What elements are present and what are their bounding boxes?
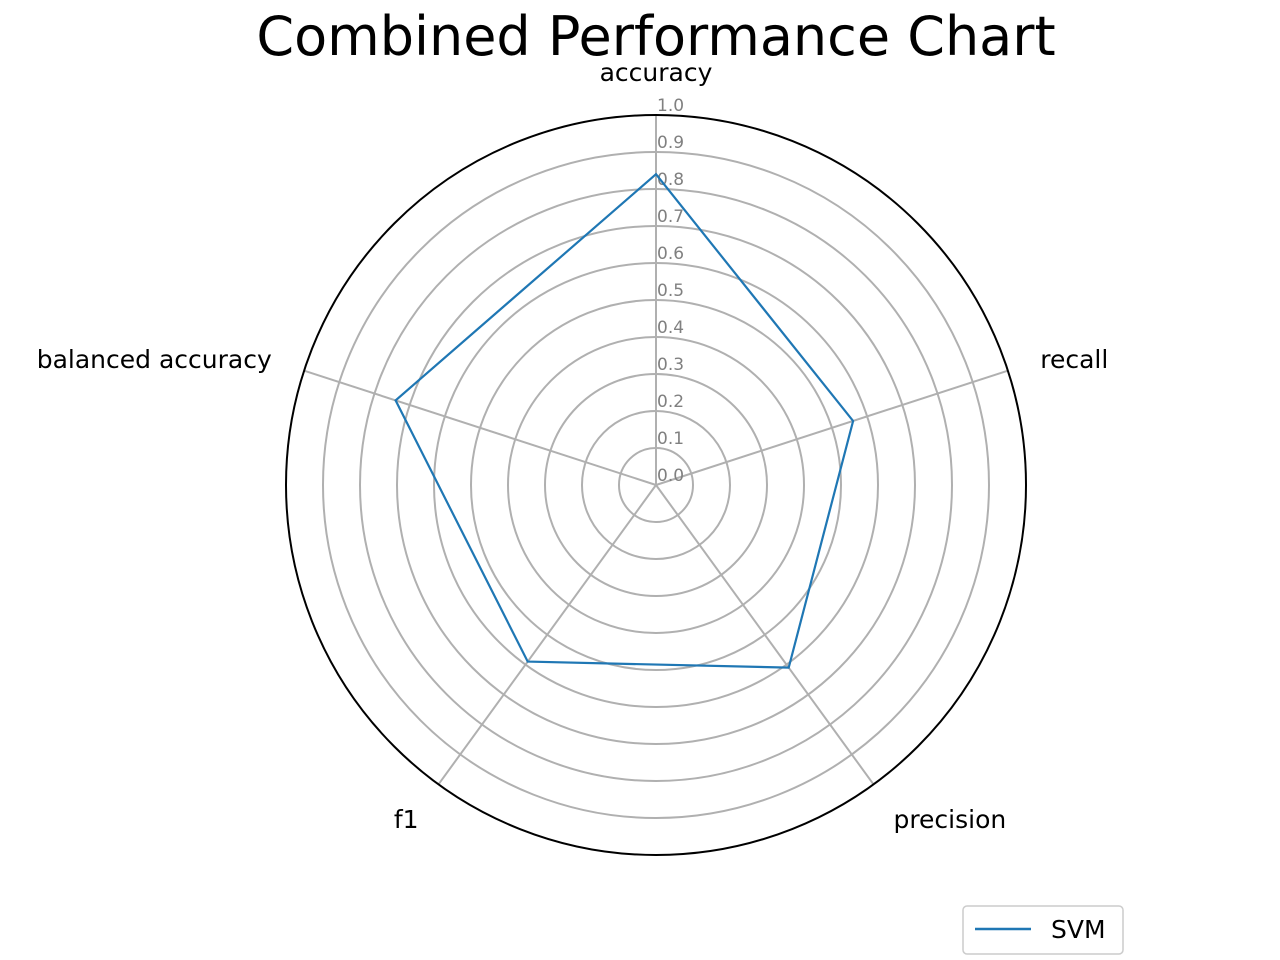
legend-label-svm: SVM [1051,915,1106,944]
r-tick-label: 0.5 [657,281,684,301]
spoke-line [655,484,875,785]
r-tick-label: 0.0 [657,466,684,486]
radar-spokes [303,115,1009,785]
r-tick-label: 0.1 [657,429,684,449]
r-tick-label: 0.3 [657,355,684,375]
series-layer [394,172,855,669]
r-tick-label: 0.6 [657,244,684,264]
spoke-line [303,369,657,486]
spoke-line [655,369,1009,486]
spoke-line [437,484,657,785]
radial-tick-labels: 0.00.10.20.30.40.50.60.70.80.91.0 [657,96,684,486]
axis-label: precision [893,805,1006,834]
r-tick-label: 0.2 [657,392,684,412]
outer-ring [285,114,1027,856]
r-tick-label: 1.0 [657,96,684,116]
axis-labels: accuracy recall precision f1 balanced accura… [37,58,1109,834]
r-tick-label: 0.4 [657,318,684,338]
axis-label: accuracy [600,58,713,87]
r-tick-label: 0.7 [657,207,684,227]
r-tick-label: 0.9 [657,133,684,153]
axis-label: f1 [394,805,419,834]
series-line [394,172,855,669]
axis-label: balanced accuracy [37,345,272,374]
axis-label: recall [1040,345,1108,374]
chart-title: Combined Performance Chart [256,5,1055,68]
legend-frame [962,905,1124,955]
legend: SVM [962,905,1124,955]
